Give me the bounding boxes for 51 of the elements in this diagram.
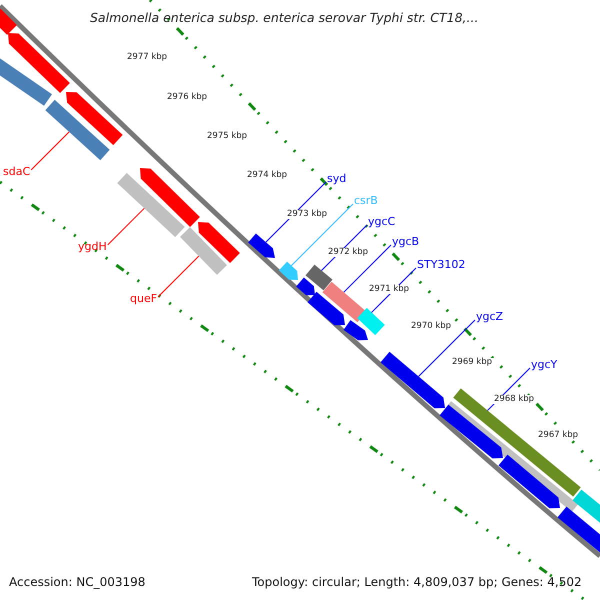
gene-feature — [278, 262, 298, 280]
leader-line — [290, 204, 354, 266]
scale-label: 2974 kbp — [246, 171, 288, 180]
gene-block — [45, 100, 110, 160]
gene-label: ygdH — [78, 241, 107, 252]
gene-label: ygcY — [531, 359, 558, 370]
gene-feature — [498, 454, 560, 508]
gene-label: ygcZ — [476, 311, 504, 322]
leader-line — [158, 256, 200, 298]
gene-block — [322, 282, 367, 322]
gene-label: ygcC — [368, 216, 396, 227]
gene-label: syd — [327, 173, 346, 184]
scale-label: 2969 kbp — [451, 358, 494, 366]
gene-label: csrB — [354, 195, 378, 206]
gene-feature — [0, 8, 17, 35]
gene-feature — [66, 92, 123, 146]
gene-block — [453, 388, 581, 497]
gene-block — [180, 227, 227, 275]
scale-label: 2968 kbp — [493, 395, 536, 404]
gene-feature — [198, 222, 240, 263]
leader-line — [30, 131, 70, 170]
gene-feature — [140, 168, 200, 227]
leader-line — [418, 320, 476, 377]
title: Salmonella enterica subsp. enterica serovar Typhi str. CT18,... — [90, 12, 478, 24]
gene-block — [306, 264, 332, 290]
gene-feature — [296, 278, 315, 296]
gene-block — [117, 172, 185, 238]
scale-label: 2970 kbp — [410, 322, 452, 330]
gene-feature — [8, 33, 70, 93]
scale-label: 2973 kbp — [286, 210, 328, 218]
gene-label: STY3102 — [417, 259, 466, 270]
leader-line — [107, 208, 145, 246]
scale-label: 2967 kbp — [537, 431, 580, 440]
summary-text: Topology: circular; Length: 4,809,037 bp; Genes: 4,502 — [252, 576, 582, 588]
gene-label: sdaC — [3, 166, 30, 177]
gene-feature — [440, 404, 503, 458]
gene-feature — [248, 234, 275, 258]
leader-line — [265, 182, 326, 243]
gene-block — [357, 308, 385, 336]
scale-label: 2977 kbp — [126, 53, 168, 62]
leader-line — [343, 244, 392, 293]
gene-label: queF — [130, 293, 158, 304]
gene-feature — [380, 352, 445, 408]
gene-label: ygcB — [392, 236, 420, 247]
gene-feature — [344, 320, 368, 340]
scale-label: 2976 kbp — [166, 93, 208, 102]
accession-text: Accession: NC_003198 — [9, 576, 146, 588]
scale-label: 2972 kbp — [327, 248, 370, 256]
scale-label: 2971 kbp — [368, 285, 410, 294]
gene-feature — [308, 292, 345, 326]
scale-label: 2975 kbp — [206, 132, 248, 140]
